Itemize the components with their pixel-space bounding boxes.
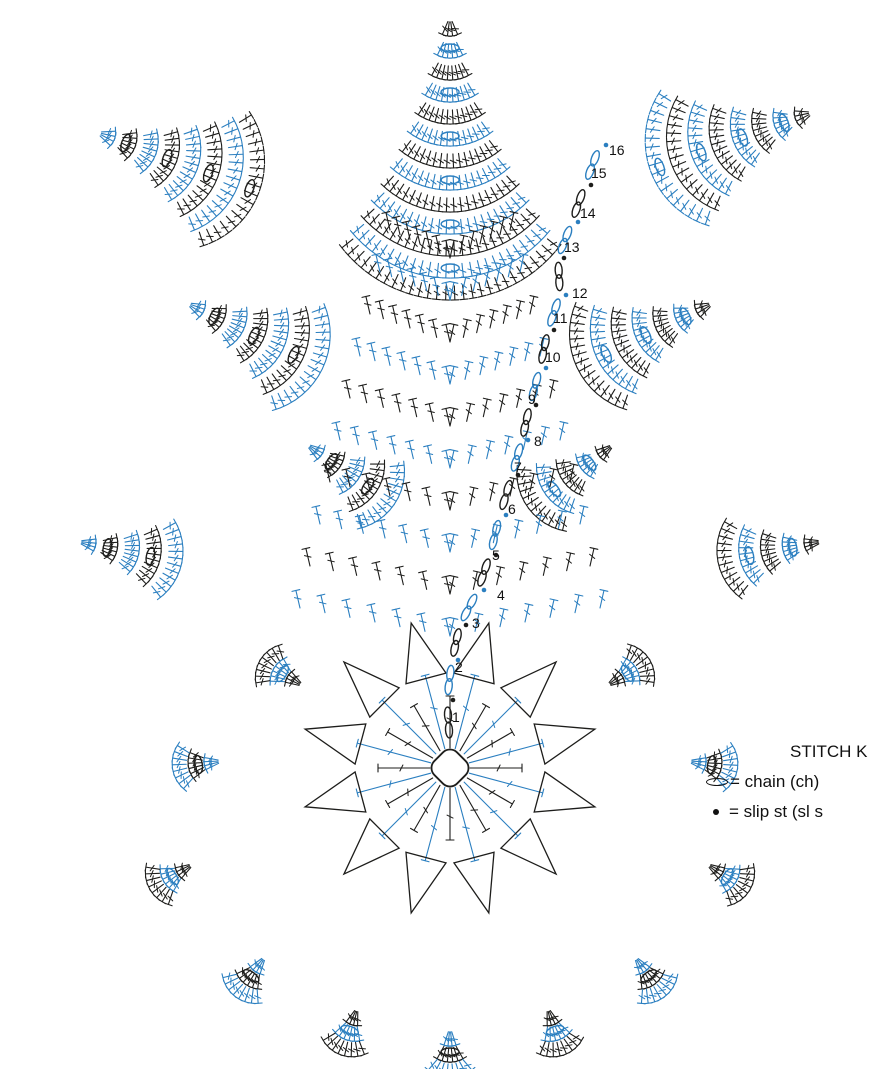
round-label-10: 10 [545, 349, 561, 365]
stitch-fan [172, 742, 219, 791]
stitch-key-chain-row: = chain (ch) [706, 772, 819, 792]
stitch-fan [100, 112, 264, 247]
chain-label: = chain (ch) [730, 772, 819, 792]
slip-label: = slip st (sl s [729, 802, 823, 822]
stitch-fan [709, 864, 755, 906]
stitch-fan [425, 1032, 475, 1069]
stitch-fan [145, 863, 191, 906]
stitch-key-slip-row: = slip st (sl s [706, 802, 823, 822]
stitch-fan [570, 300, 711, 409]
stitch-fan [609, 644, 655, 687]
round-label-11: 11 [553, 310, 568, 326]
round-label-16: 16 [609, 142, 625, 158]
chain-oval-icon [706, 778, 728, 786]
stitch-fan [190, 301, 331, 411]
stitch-fan [717, 518, 819, 599]
round-label-3: 3 [472, 615, 480, 631]
round-label-9: 9 [528, 391, 536, 407]
round-label-1: 1 [452, 709, 460, 725]
stitch-fan [645, 90, 810, 226]
round-label-14: 14 [580, 205, 596, 221]
stitch-fan [321, 1011, 368, 1057]
slip-stitch-dot-icon [713, 809, 719, 815]
stitch-key-title: STITCH K [790, 742, 867, 762]
round-label-15: 15 [591, 165, 607, 181]
stitch-motifs [81, 22, 819, 1069]
round-label-7: 7 [514, 459, 522, 475]
stitch-fan [81, 519, 183, 599]
round-label-13: 13 [564, 239, 580, 255]
round-label-5: 5 [492, 547, 500, 563]
round-label-4: 4 [497, 587, 505, 603]
round-label-12: 12 [572, 285, 588, 301]
stitch-fan [255, 644, 301, 687]
stitch-fan [222, 959, 264, 1004]
stitch-fan [634, 959, 677, 1004]
round-label-6: 6 [508, 501, 516, 517]
round-label-2: 2 [455, 659, 463, 675]
stitch-fan [536, 1011, 583, 1057]
round-label-8: 8 [534, 433, 542, 449]
